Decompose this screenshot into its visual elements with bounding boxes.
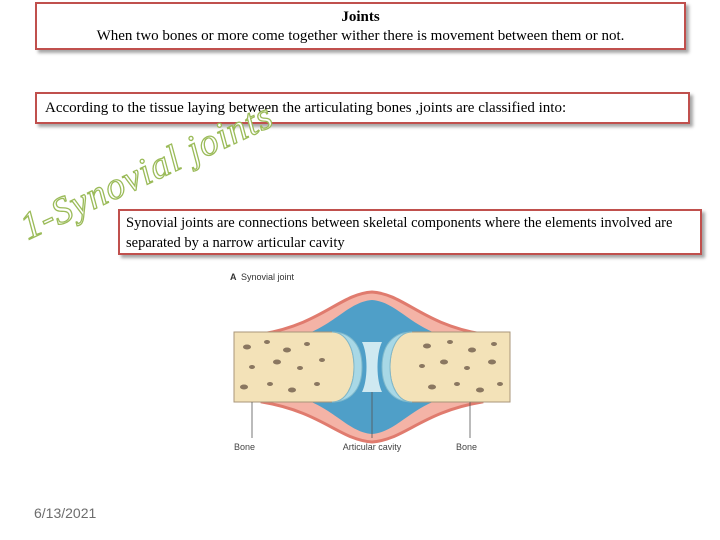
joint-definition: When two bones or more come together wit… — [96, 28, 625, 44]
articular-cavity — [362, 342, 382, 392]
label-bone-right: Bone — [456, 442, 477, 452]
slide-title: Joints — [341, 9, 380, 25]
synovial-description-box: Synovial joints are connections between … — [118, 209, 702, 255]
spongy-bone-texture — [240, 340, 503, 393]
synovial-description: Synovial joints are connections between … — [126, 215, 673, 251]
classification-box: According to the tissue laying between t… — [35, 92, 690, 124]
caption-letter: A — [230, 272, 237, 282]
cartilage-left — [331, 331, 363, 403]
label-leader-lines — [251, 392, 471, 438]
synovial-joint-diagram: A Synovial joint Bone Articular cavity B… — [230, 272, 511, 452]
cartilage-right — [381, 331, 413, 403]
classification-text: According to the tissue laying between t… — [45, 100, 567, 116]
label-bone-left: Bone — [234, 442, 255, 452]
caption-text: Synovial joint — [241, 272, 295, 282]
slide-date: 6/13/2021 — [34, 505, 97, 521]
title-box: Joints When two bones or more come toget… — [35, 2, 686, 50]
diagram-caption: A Synovial joint — [230, 272, 295, 282]
label-articular-cavity: Articular cavity — [343, 442, 402, 452]
